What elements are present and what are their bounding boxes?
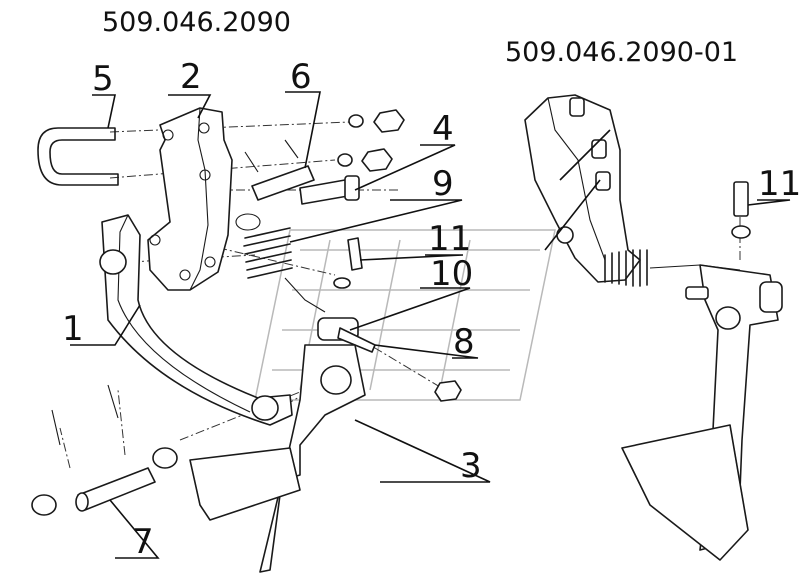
axle-7 [77, 467, 156, 511]
title-right: 509.046.2090-01 [505, 37, 738, 68]
cotter-pin [51, 384, 119, 446]
spring-right [604, 249, 648, 287]
callout-8: 8 [453, 322, 475, 362]
nut [434, 380, 462, 402]
callout-11-right: 11 [758, 164, 801, 204]
callout-1: 1 [62, 309, 84, 349]
washer [31, 494, 57, 516]
callout-4: 4 [432, 109, 454, 149]
washer [337, 153, 353, 167]
watermark-logo [254, 229, 556, 401]
callout-3: 3 [460, 446, 482, 486]
washer [152, 447, 178, 469]
pedal-pad [189, 447, 301, 521]
nut [373, 109, 405, 133]
title-left: 509.046.2090 [102, 7, 291, 38]
u-bolt [37, 127, 119, 186]
pedal-pad-right [621, 424, 749, 561]
bolt [299, 179, 349, 205]
callout-leaders [70, 91, 791, 559]
callout-6: 6 [290, 57, 312, 97]
callout-5: 5 [92, 59, 114, 99]
washer [348, 114, 364, 128]
callout-10: 10 [430, 254, 473, 294]
stud-right [733, 181, 749, 217]
stud-11 [347, 237, 363, 271]
callout-2: 2 [180, 57, 202, 97]
pin-6 [251, 165, 315, 201]
pedal-lever-3 [259, 344, 366, 573]
callout-labels: 1 2 3 4 5 6 7 8 9 10 11 11 [62, 57, 801, 562]
nut [361, 148, 393, 172]
callout-7: 7 [132, 522, 154, 562]
spring-9 [243, 227, 293, 279]
callout-9: 9 [432, 164, 454, 204]
bracket-2 [147, 107, 233, 291]
callout-11-left: 11 [428, 219, 471, 259]
bracket-right [524, 94, 641, 283]
left-assembly [31, 107, 462, 573]
right-assembly [524, 94, 783, 561]
